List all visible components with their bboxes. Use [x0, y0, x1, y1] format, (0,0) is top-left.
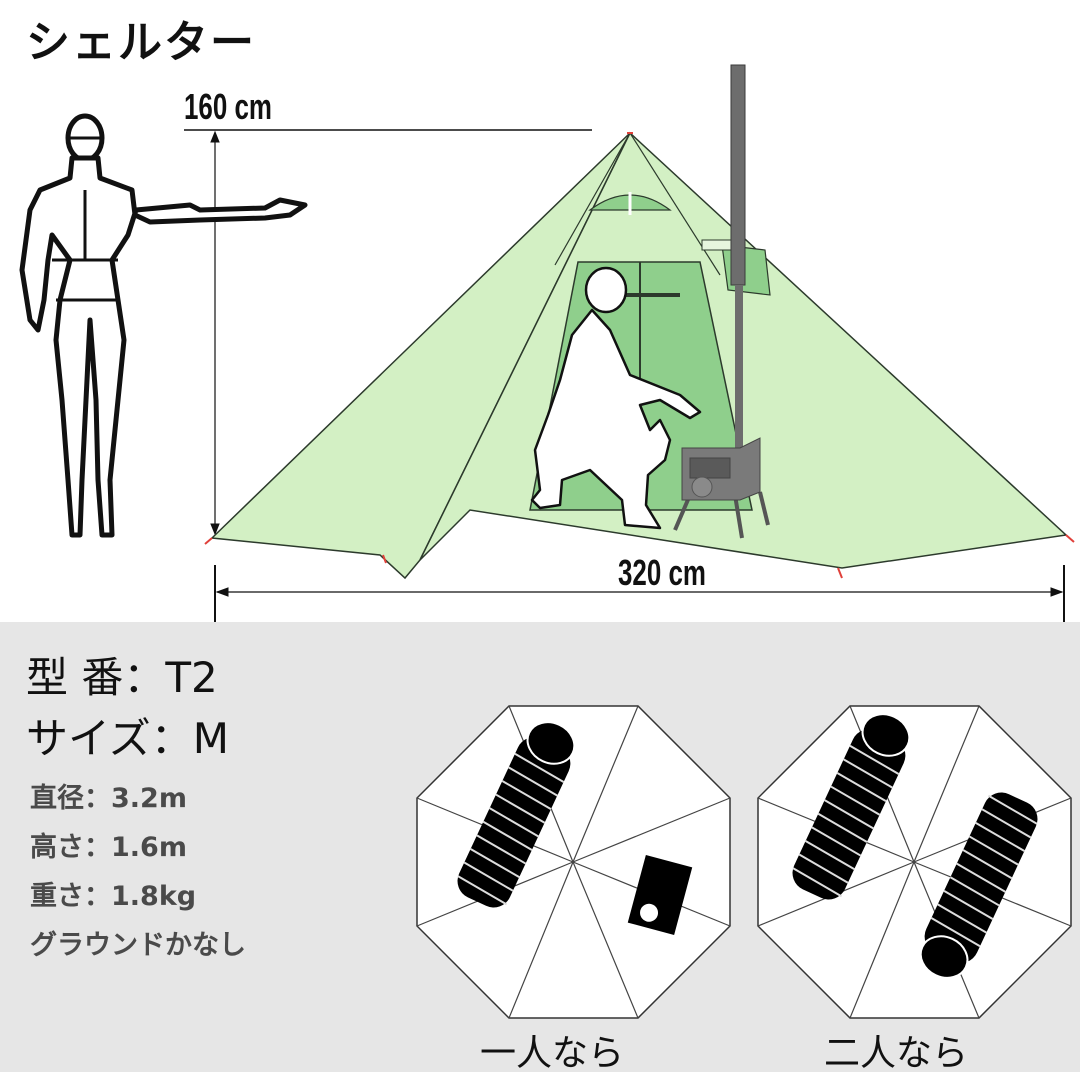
page-title: シェルター	[26, 17, 256, 68]
layout-caption-one-person: 一人なら	[480, 1033, 625, 1074]
spec-model: 型 番：T2	[26, 653, 218, 702]
spec-weight: 重さ：1.8kg	[30, 881, 197, 912]
sleeping-bag-icon	[457, 721, 576, 908]
height-label: 160 cm	[184, 86, 272, 127]
stove-icon	[627, 854, 693, 936]
spec-height: 高さ：1.6m	[30, 832, 187, 863]
spec-note: グラウンドかなし	[30, 930, 246, 961]
wood-stove-icon	[673, 437, 770, 539]
sleeping-bag-icon	[919, 792, 1038, 979]
layout-diagram-two-person	[757, 705, 1072, 1019]
crouching-person-icon	[530, 266, 702, 530]
width-label: 320 cm	[618, 552, 706, 593]
height-dimension-line	[184, 129, 592, 536]
spec-diameter: 直径：3.2m	[30, 783, 187, 814]
spec-size: サイズ：M	[26, 714, 229, 763]
sleeping-bag-icon	[792, 713, 911, 900]
standing-person-icon	[19, 113, 308, 538]
layout-caption-two-person: 二人なら	[824, 1033, 969, 1074]
layout-diagram-one-person	[416, 705, 731, 1019]
width-dimension-line	[214, 565, 1065, 622]
bottom-strip	[0, 1072, 1080, 1080]
